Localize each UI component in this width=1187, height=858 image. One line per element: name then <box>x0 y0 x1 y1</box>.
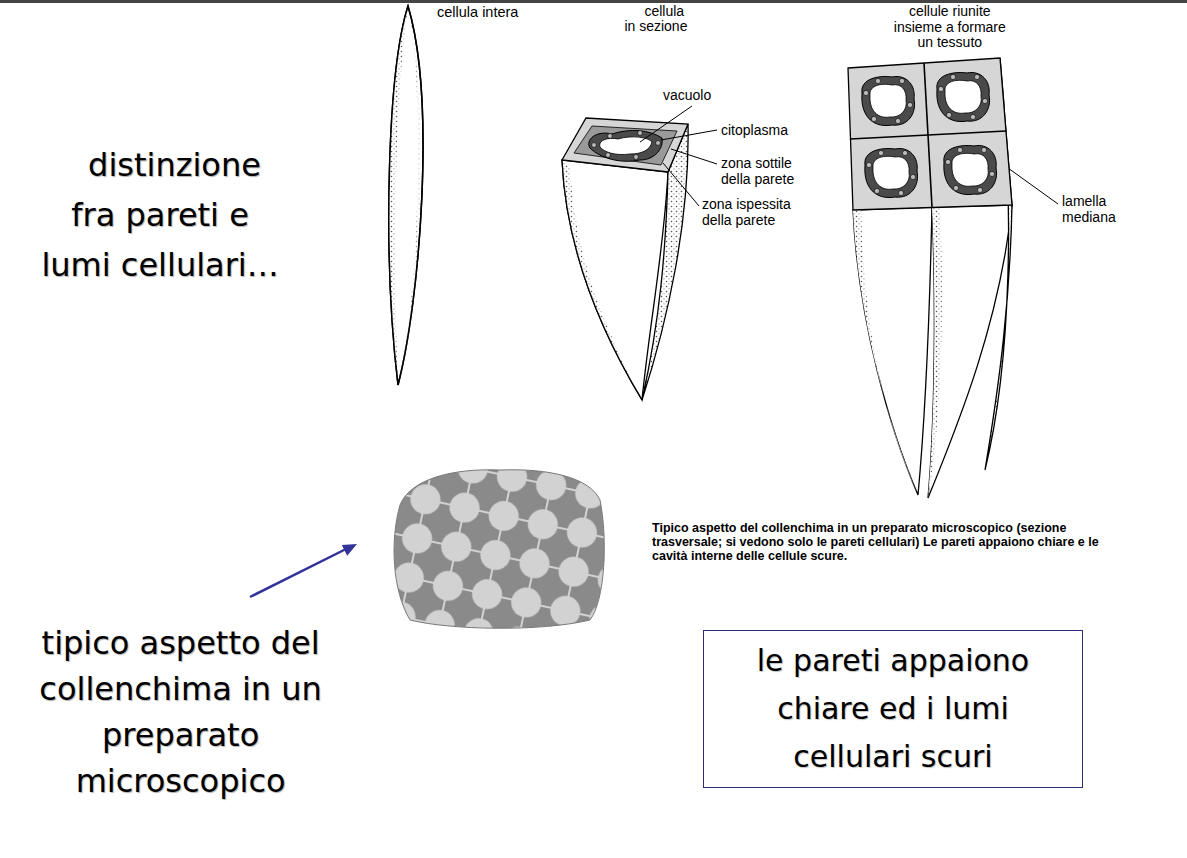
part-label: zona sottile della parete <box>721 155 797 187</box>
cell-section <box>562 118 688 400</box>
whole-cell <box>389 6 423 385</box>
part-label: zona ispessita della parete <box>702 196 793 228</box>
figure-label: cellule riunite insieme a formare un tes… <box>891 4 1009 51</box>
collenchyma-micrograph <box>394 470 604 629</box>
note-box: le pareti appaiono chiare ed i lumi cell… <box>703 630 1083 788</box>
part-label: citoplasma <box>721 122 788 138</box>
note-text: le pareti appaiono chiare ed i lumi cell… <box>751 637 1036 781</box>
part-label: lamella mediana <box>1062 193 1118 225</box>
side-note: distinzione fra pareti e lumi cellulari… <box>34 140 286 290</box>
side-note: tipico aspetto del collenchima in un pre… <box>35 620 326 804</box>
pointer-arrow <box>250 544 357 597</box>
part-label: vacuolo <box>663 87 711 103</box>
figure-label: cellula intera <box>437 4 518 20</box>
tissue <box>848 58 1012 498</box>
figure-label: cellula in sezione <box>623 4 689 34</box>
top-rule <box>0 0 1187 3</box>
figure-caption: Tipico aspetto del collenchima in un pre… <box>652 521 1134 563</box>
